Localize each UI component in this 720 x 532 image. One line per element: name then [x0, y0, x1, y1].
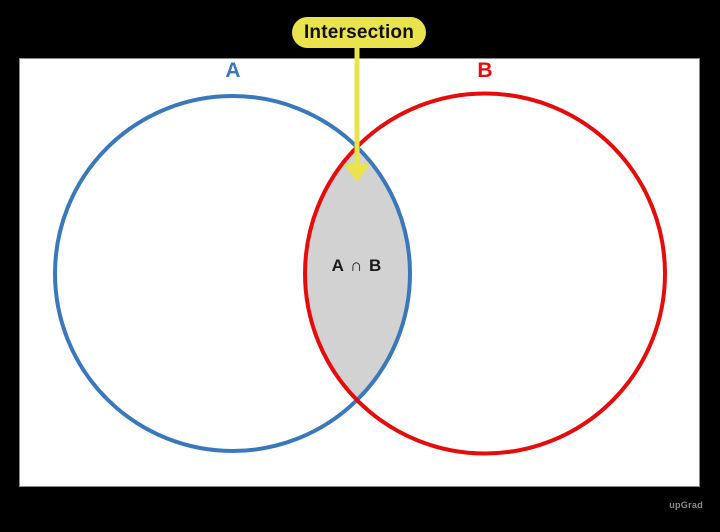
set-a-circle	[53, 94, 412, 453]
watermark: upGrad	[669, 500, 703, 510]
set-a-label: A	[225, 59, 241, 82]
down-arrow-icon	[344, 164, 370, 182]
callout-label: Intersection	[292, 17, 426, 48]
intersection-label: A ∩ B	[331, 256, 383, 275]
set-b-circle	[303, 91, 667, 456]
set-b-label: B	[477, 59, 493, 82]
